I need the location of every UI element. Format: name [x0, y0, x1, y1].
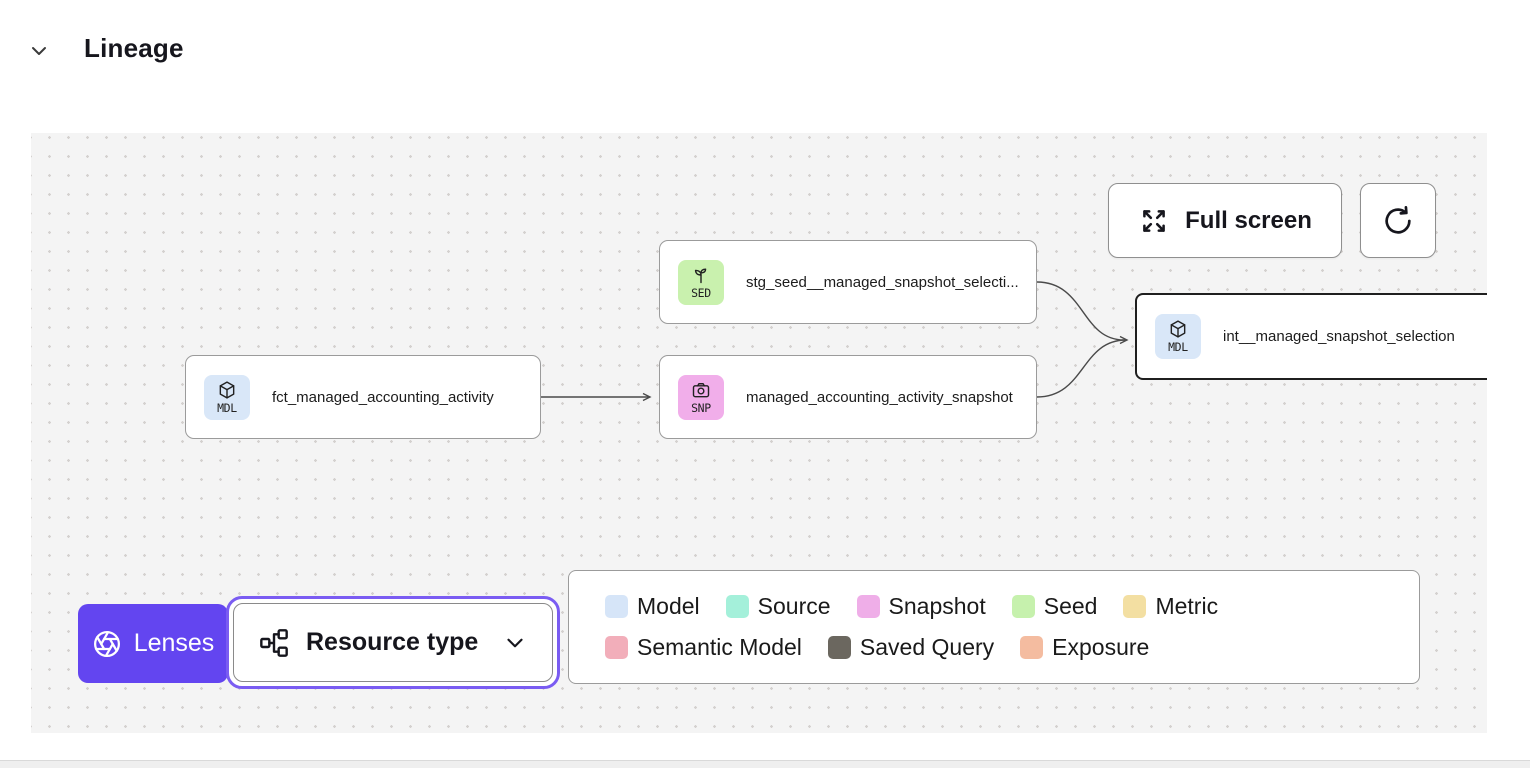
footer-strip [0, 761, 1530, 768]
legend-item-seed: Seed [1011, 593, 1097, 620]
legend-item-snapshot: Snapshot [856, 593, 986, 620]
lineage-node-snapshot[interactable]: SNP managed_accounting_activity_snapshot [659, 355, 1037, 439]
semantic-model-swatch [605, 636, 628, 659]
expand-icon [1138, 205, 1170, 237]
aperture-icon [92, 629, 122, 659]
source-swatch [725, 595, 749, 618]
legend-item-source: Source [725, 593, 831, 620]
seed-swatch [1011, 595, 1035, 618]
legend-item-semantic-model: Semantic Model [605, 634, 802, 661]
lenses-label: Lenses [133, 629, 215, 657]
cube-icon [219, 380, 235, 399]
legend-item-exposure: Exposure [1020, 634, 1149, 661]
camera-icon [692, 382, 710, 397]
legend-item-metric: Metric [1123, 593, 1218, 620]
resource-type-dropdown[interactable]: Resource type [226, 596, 560, 689]
resource-type-box: Resource type [233, 603, 553, 682]
node-label: int__managed_snapshot_selection [1223, 328, 1455, 345]
chevron-down-icon [502, 630, 528, 656]
seedling-icon [694, 267, 707, 283]
hierarchy-icon [258, 627, 290, 659]
full-screen-label: Full screen [1185, 206, 1312, 234]
saved-query-swatch [827, 636, 851, 659]
footer-divider [0, 760, 1530, 761]
model-swatch [605, 595, 628, 618]
snapshot-swatch [856, 595, 880, 618]
lineage-node-int-model-selected[interactable]: MDL int__managed_snapshot_selection [1135, 293, 1487, 380]
resource-type-label: Resource type [306, 628, 479, 656]
exposure-swatch [1020, 636, 1044, 659]
legend-item-saved-query: Saved Query [827, 634, 994, 661]
legend-row-2: Semantic Model Saved Query Exposure [605, 634, 1419, 661]
full-screen-button[interactable]: Full screen [1108, 183, 1342, 258]
model-badge: MDL [204, 374, 250, 420]
lineage-header: Lineage [0, 0, 1530, 100]
refresh-icon [1381, 204, 1415, 238]
page-title: Lineage [84, 33, 184, 63]
node-label: fct_managed_accounting_activity [272, 388, 494, 406]
node-label: managed_accounting_activity_snapshot [746, 388, 1013, 406]
lineage-node-fct-model[interactable]: MDL fct_managed_accounting_activity [185, 355, 541, 439]
collapse-chevron-icon[interactable] [27, 39, 51, 63]
node-label: stg_seed__managed_snapshot_selecti... [746, 273, 1019, 291]
legend-row-1: Model Source Snapshot Seed Metric [605, 593, 1419, 620]
refresh-button[interactable] [1360, 183, 1436, 258]
lenses-button[interactable]: Lenses [78, 604, 228, 683]
legend-item-model: Model [605, 593, 700, 620]
metric-swatch [1123, 595, 1147, 618]
seed-badge: SED [678, 259, 724, 305]
lineage-legend: Model Source Snapshot Seed Metric [568, 570, 1420, 684]
lineage-node-stg-seed[interactable]: SED stg_seed__managed_snapshot_selecti..… [659, 240, 1037, 324]
snapshot-badge: SNP [678, 374, 724, 420]
model-badge: MDL [1155, 314, 1201, 359]
cube-icon [1170, 320, 1186, 338]
lineage-canvas[interactable]: Full screen SED stg_seed__managed_snapsh [31, 133, 1487, 733]
